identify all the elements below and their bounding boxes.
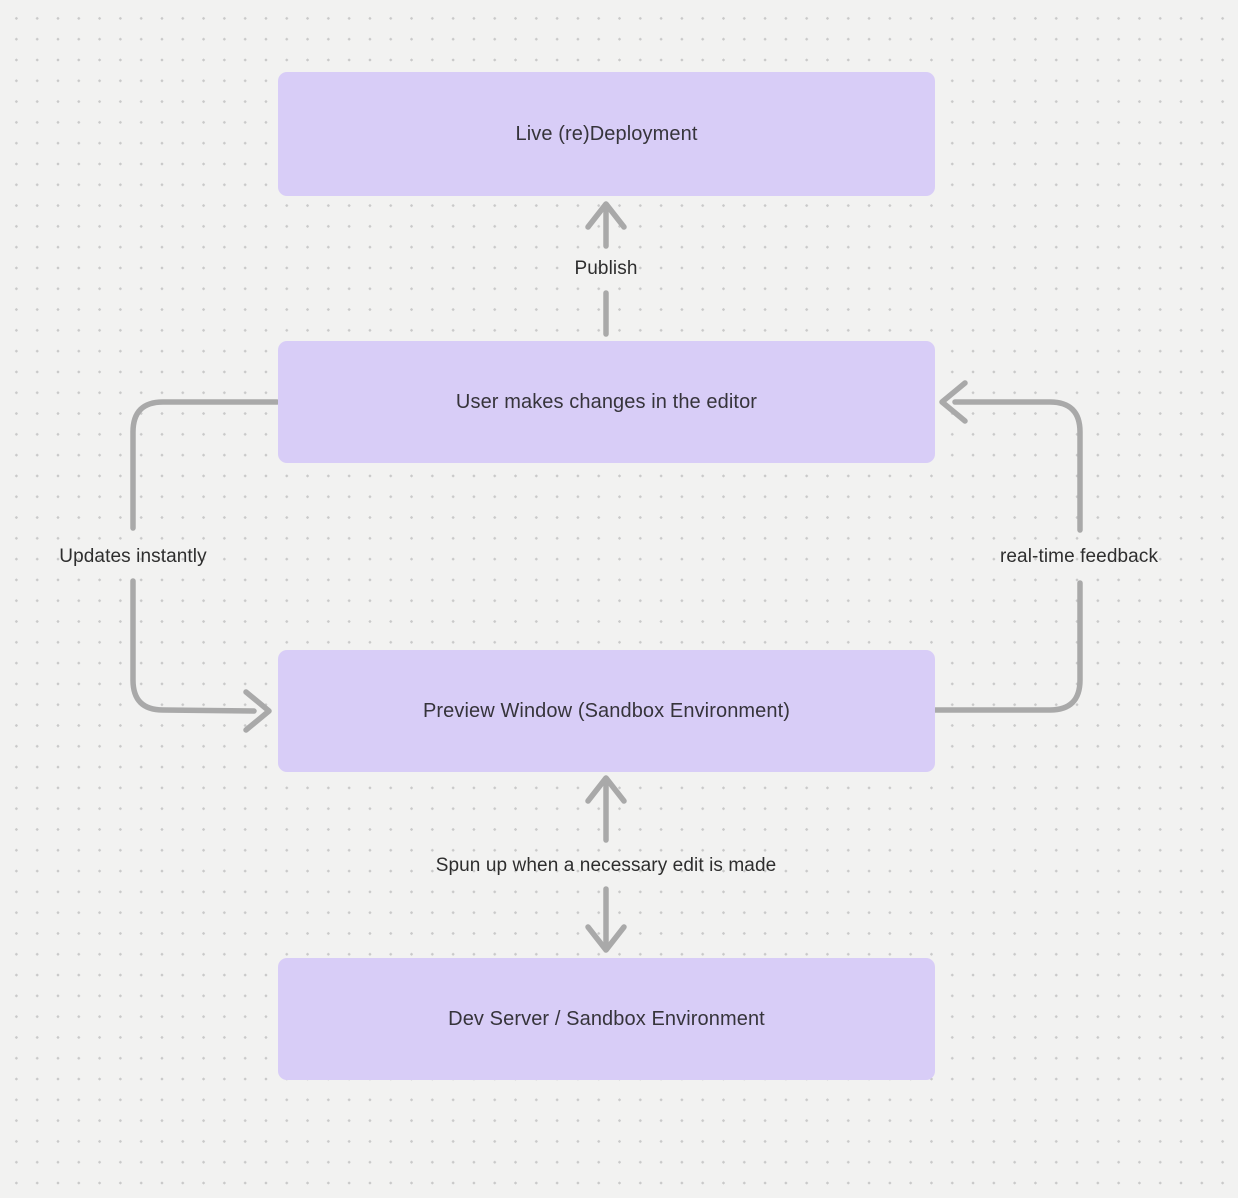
arrow-up-icon [585,775,627,804]
edge-label-spun-up: Spun up when a necessary edit is made [435,855,777,876]
node-user-makes-changes: User makes changes in the editor [278,341,935,463]
arrow-down-icon [585,924,627,953]
arrow-left-icon [939,380,968,424]
node-preview-window: Preview Window (Sandbox Environment) [278,650,935,772]
node-preview-window-label: Preview Window (Sandbox Environment) [422,699,791,722]
node-live-deployment-label: Live (re)Deployment [515,122,698,145]
node-dev-server-label: Dev Server / Sandbox Environment [448,1007,765,1030]
node-dev-server: Dev Server / Sandbox Environment [278,958,935,1080]
edge-label-realtime-feedback: real-time feedback [999,546,1159,567]
edge-label-updates-instantly: Updates instantly [59,546,207,567]
edge-label-publish: Publish [574,258,638,279]
node-live-deployment: Live (re)Deployment [278,72,935,196]
node-user-makes-changes-label: User makes changes in the editor [455,390,758,413]
arrow-up-icon [585,201,627,230]
arrow-right-icon [243,689,272,733]
